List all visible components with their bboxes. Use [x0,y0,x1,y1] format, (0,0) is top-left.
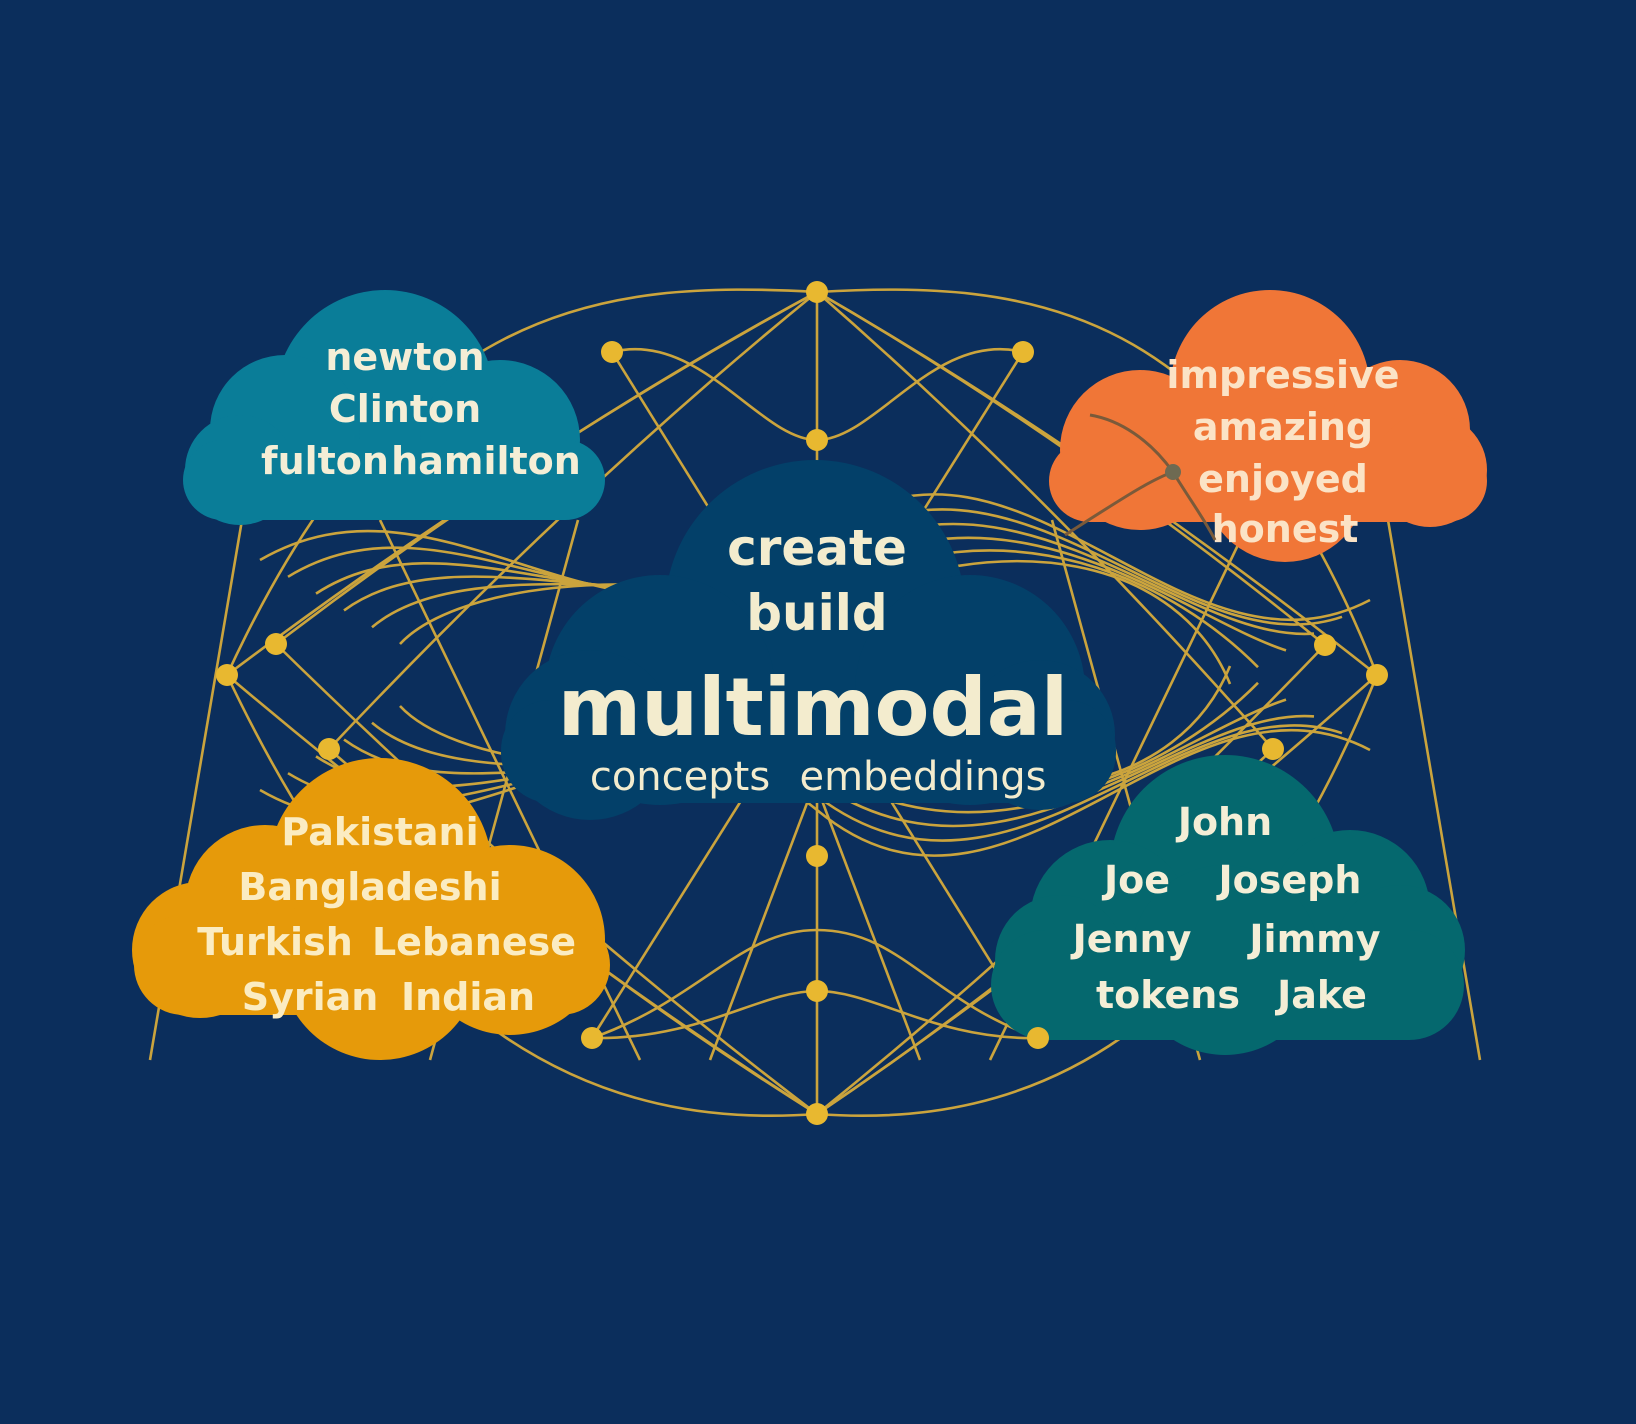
network-node [1262,738,1284,760]
node [1165,464,1181,480]
word-indian: Indian [401,975,535,1019]
network-node [806,845,828,867]
network-node [318,738,340,760]
cloud-bottom-left [132,758,610,1060]
network-node [601,341,623,363]
network-line [591,928,1039,1040]
network-node [216,664,238,686]
word-impressive: impressive [1166,353,1399,397]
word-pakistani: Pakistani [281,810,478,854]
word-joe: Joe [1101,858,1170,902]
word-embeddings: embeddings [799,754,1046,800]
network-node [1027,1027,1049,1049]
word-newton: newton [325,335,484,379]
word-john: John [1175,800,1272,844]
word-jake: Jake [1274,973,1367,1017]
word-clinton: Clinton [329,387,481,431]
network-line [1386,519,1482,1061]
word-syrian: Syrian [242,975,379,1019]
word-fulton: fulton [261,439,389,483]
cloud-top-left [183,290,605,525]
network-nodes [216,281,1388,1125]
network-node [806,429,828,451]
word-lebanese: Lebanese [372,920,576,964]
word-amazing: amazing [1193,405,1373,449]
cloud-top-right [1049,290,1487,562]
network-node [1314,634,1336,656]
word-jimmy: Jimmy [1246,917,1380,961]
network-node [806,1103,828,1125]
network-node [806,980,828,1002]
word-hamilton: hamilton [391,439,581,483]
network-node [1012,341,1034,363]
word-concepts: concepts [590,754,770,800]
network-line [816,291,1274,750]
cloud-bottom-right [991,755,1465,1055]
word-jenny: Jenny [1070,917,1192,961]
network-node [265,633,287,655]
network-node [1366,664,1388,686]
network-node [806,281,828,303]
word-enjoyed: enjoyed [1198,457,1368,501]
word-create: create [727,519,907,577]
word-turkish: Turkish [197,920,353,964]
connector-lines [1064,413,1217,541]
title-multimodal: multimodal [558,661,1068,754]
word-honest: honest [1212,507,1359,551]
word-tokens: tokens [1096,973,1240,1017]
word-build: build [746,584,887,642]
cloud-center [501,460,1116,820]
network-node [581,1027,603,1049]
word-bangladeshi: Bangladeshi [238,865,501,909]
word-joseph: Joseph [1216,858,1362,902]
